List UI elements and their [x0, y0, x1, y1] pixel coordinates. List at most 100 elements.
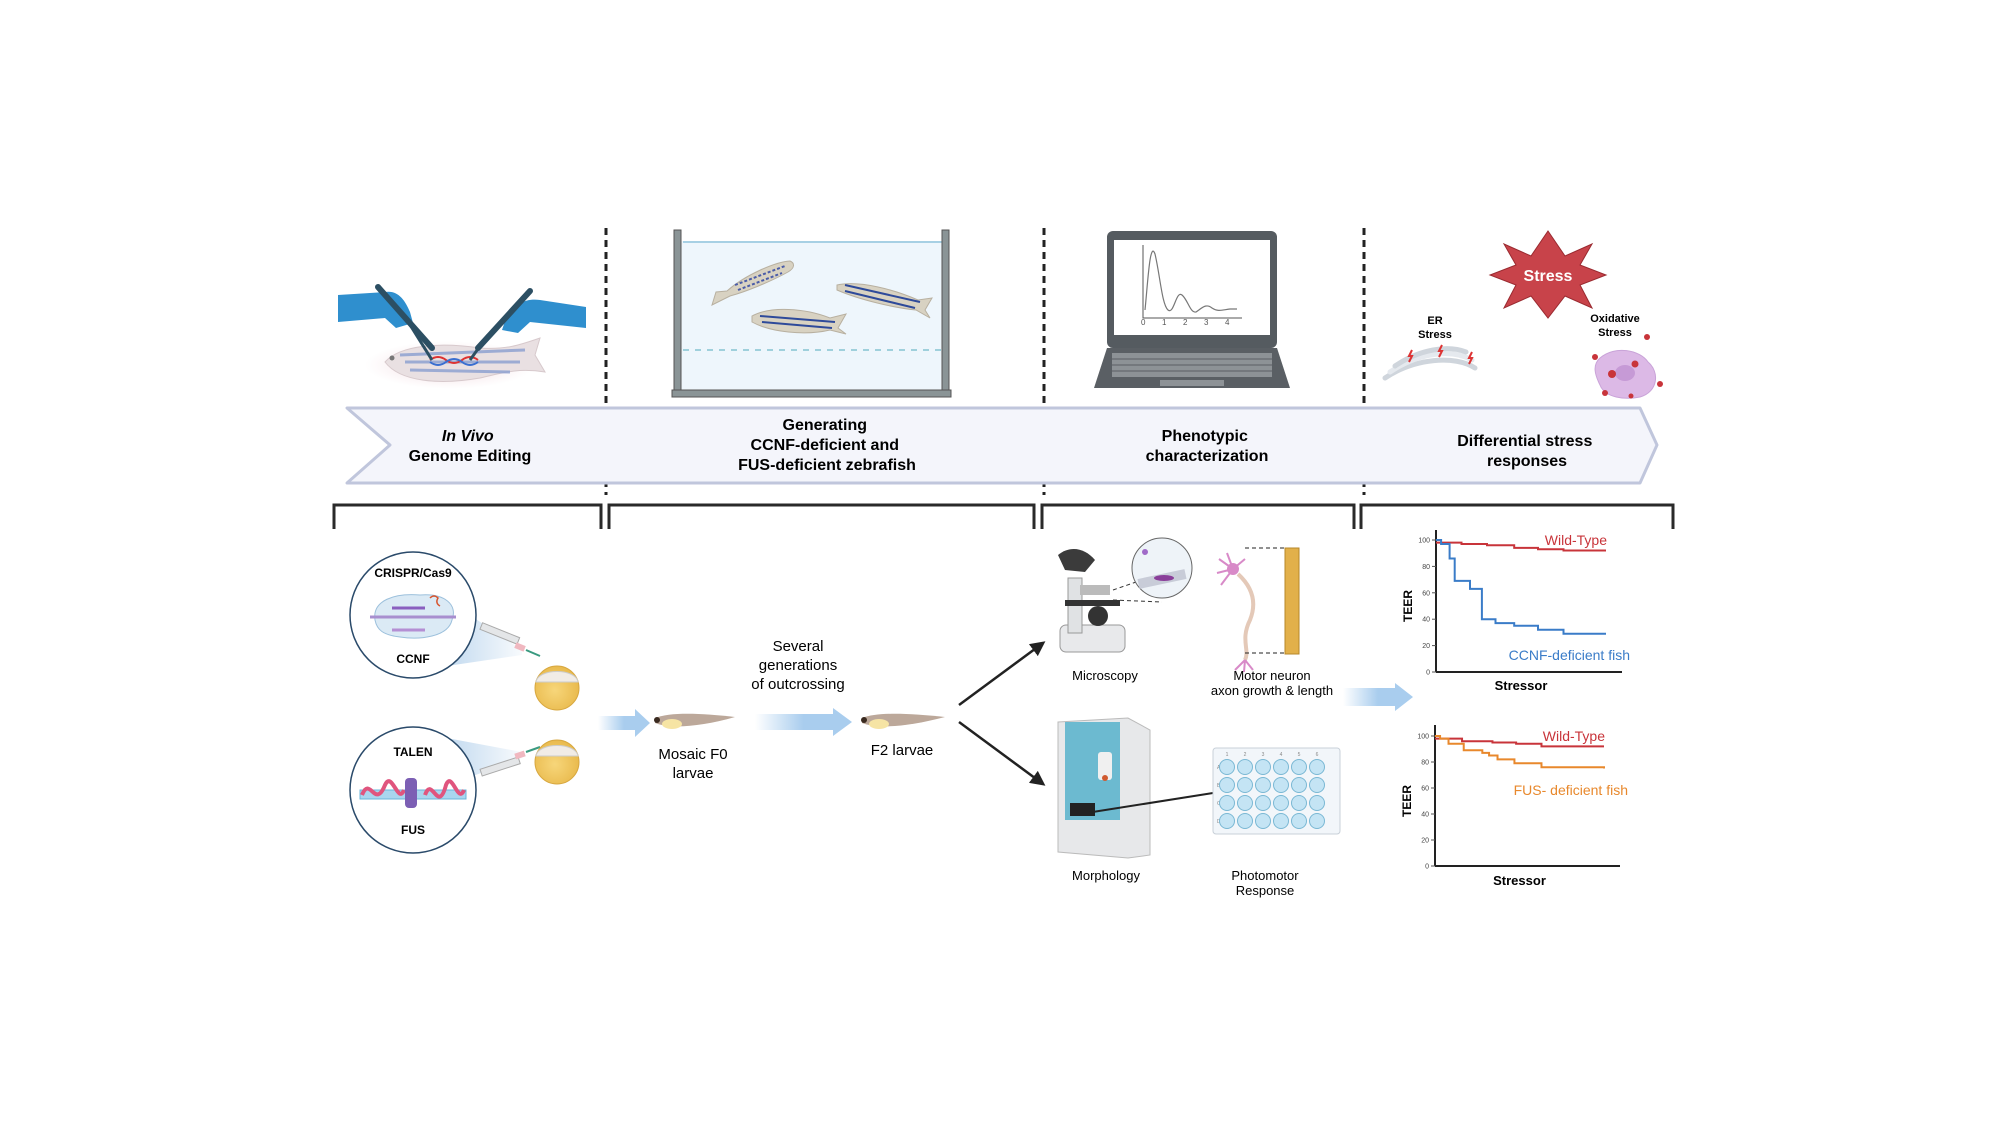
zebrafish-icon — [711, 260, 794, 306]
plate-well — [1273, 813, 1289, 829]
series-legend-label: Wild-Type — [1543, 728, 1605, 744]
plate-well — [1291, 795, 1307, 811]
morphology-label: Morphology — [1072, 868, 1140, 883]
plate-well — [1237, 759, 1253, 775]
crispr-label: CRISPR/Cas9 — [374, 566, 452, 580]
teer-chart-ccnf: 020406080100TEERStressorWild-TypeCCNF-de… — [1401, 530, 1630, 693]
series-legend-label: Wild-Type — [1545, 532, 1607, 548]
plate-column-label: 1 — [1226, 752, 1229, 758]
plate-column-label: 2 — [1244, 752, 1247, 758]
plate-well — [1273, 759, 1289, 775]
ccnf-gene-label: CCNF — [396, 652, 429, 666]
y-tick-label: 80 — [1421, 760, 1429, 767]
y-tick-label: 80 — [1422, 564, 1430, 571]
y-tick-label: 20 — [1421, 838, 1429, 845]
microscope-icon — [1058, 537, 1193, 653]
plate-well — [1255, 759, 1271, 775]
talen-injection: TALEN FUS — [349, 726, 580, 854]
y-tick-label: 100 — [1418, 538, 1430, 545]
plate-well — [1237, 777, 1253, 793]
branch-arrow-down — [958, 720, 1046, 786]
plate-row-label: A — [1217, 765, 1221, 771]
y-tick-label: 60 — [1422, 590, 1430, 597]
series-line — [1436, 539, 1606, 635]
syringe-icon — [479, 746, 541, 777]
y-tick-label: 100 — [1417, 734, 1429, 741]
plate-well — [1309, 777, 1325, 793]
plate-well — [1219, 813, 1235, 829]
hands-editing-fish-icon — [338, 284, 586, 389]
tick-label: 2 — [1183, 318, 1188, 327]
tick-label: 4 — [1225, 318, 1230, 327]
plate-well — [1309, 795, 1325, 811]
f2-larvae-label: F2 larvae — [871, 742, 934, 759]
motor-neuron-icon — [1216, 547, 1300, 673]
series-line — [1435, 737, 1604, 748]
crispr-injection: CRISPR/Cas9 CCNF — [349, 551, 580, 711]
plate-well — [1255, 813, 1271, 829]
stress-burst-icon: Stress — [1488, 230, 1608, 319]
branch-arrow-up — [958, 641, 1046, 707]
series-line — [1436, 541, 1606, 552]
laptop-graph-ticks: 0 1 2 3 4 — [1141, 318, 1230, 327]
plate-well — [1255, 777, 1271, 793]
bracket-stage-3 — [1040, 503, 1356, 529]
larva-icon — [861, 713, 945, 729]
flow-arrow — [1343, 683, 1413, 711]
x-axis-label: Stressor — [1495, 678, 1548, 693]
imaging-system-icon — [1057, 717, 1214, 859]
plate-column-label: 4 — [1280, 752, 1283, 758]
bracket-stage-2 — [607, 503, 1036, 529]
larva-icon — [654, 713, 735, 729]
y-tick-label: 20 — [1422, 643, 1430, 650]
stress-burst-label: Stress — [1524, 268, 1573, 285]
plate-column-label: 6 — [1316, 752, 1319, 758]
zebrafish-icon — [751, 309, 848, 335]
y-tick-label: 0 — [1426, 670, 1430, 677]
plate-well — [1237, 795, 1253, 811]
stage-title-1: In Vivo Genome Editing — [409, 428, 532, 465]
plate-row-label: C — [1217, 801, 1221, 807]
plate-well — [1291, 813, 1307, 829]
plate-well — [1219, 795, 1235, 811]
process-banner: In Vivo Genome Editing Generating CCNF-d… — [345, 406, 1659, 485]
fish-tank-icon — [671, 229, 952, 398]
plate-well — [1309, 813, 1325, 829]
x-axis-label: Stressor — [1493, 873, 1546, 888]
series-legend-label: FUS- deficient fish — [1514, 782, 1628, 798]
plate-well — [1219, 777, 1235, 793]
y-tick-label: 0 — [1425, 864, 1429, 871]
plate-well — [1273, 795, 1289, 811]
plate-well — [1309, 759, 1325, 775]
y-tick-label: 40 — [1421, 812, 1429, 819]
stage-title-4: Differential stress responses — [1457, 433, 1597, 470]
stage-title-2: Generating CCNF-deficient and FUS-defici… — [738, 417, 916, 474]
tick-label: 1 — [1162, 318, 1167, 327]
stage-title-3: Phenotypic characterization — [1146, 428, 1269, 465]
talen-label: TALEN — [393, 745, 432, 759]
y-tick-label: 60 — [1421, 786, 1429, 793]
series-legend-label: CCNF-deficient fish — [1509, 647, 1630, 663]
bracket-stage-4 — [1359, 503, 1675, 529]
y-tick-label: 40 — [1422, 617, 1430, 624]
series-line — [1435, 735, 1605, 769]
plate-well — [1219, 759, 1235, 775]
flow-arrow — [598, 709, 650, 737]
zebrafish-icon — [836, 283, 933, 319]
tick-label: 3 — [1204, 318, 1209, 327]
plate-column-label: 3 — [1262, 752, 1265, 758]
flow-arrow — [755, 708, 852, 736]
stage-brackets — [332, 503, 1675, 529]
y-axis-label: TEER — [1400, 785, 1414, 817]
